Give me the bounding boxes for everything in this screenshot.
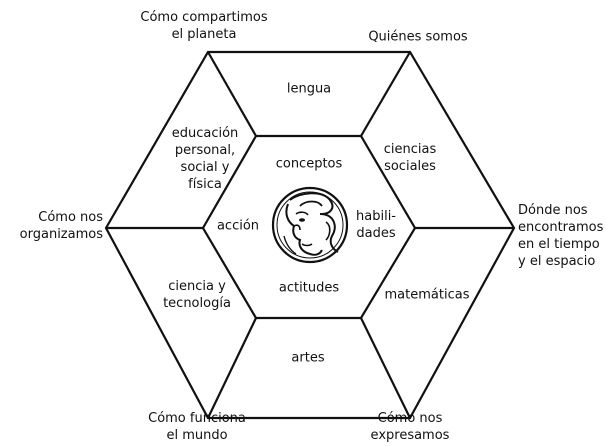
corner-label-left: Cómo nos organizamos (19, 210, 103, 242)
corner-label-right: Dónde nos encontramos en el tiempo y el … (518, 203, 604, 269)
corner-label-top-left: Cómo compartimos el planeta (140, 10, 268, 42)
subject-label-bottom: artes (291, 350, 325, 366)
corner-label-bottom-left: Cómo funciona el mundo (148, 411, 246, 443)
spoke-bottom-right (360, 317, 411, 419)
element-label-left: acción (216, 218, 260, 234)
spoke-top-right (360, 51, 411, 137)
element-label-bottom: actitudes (278, 280, 340, 296)
spoke-top-left (207, 51, 257, 137)
corner-label-top-right: Quiénes somos (368, 29, 468, 45)
element-label-right: habili- dades (356, 209, 396, 241)
subject-label-upper-right: ciencias sociales (383, 142, 437, 174)
face-profile-logo-icon (271, 186, 349, 264)
subject-label-upper-left: educación personal, social y física (171, 126, 239, 192)
element-label-top: conceptos (275, 156, 343, 172)
subject-label-lower-right: matemáticas (384, 287, 470, 303)
corner-label-bottom-right: Cómo nos expresamos (370, 411, 450, 443)
subject-label-lower-left: ciencia y tecnología (163, 279, 231, 311)
subject-label-top: lengua (286, 81, 332, 97)
spoke-bottom-left (207, 317, 257, 419)
